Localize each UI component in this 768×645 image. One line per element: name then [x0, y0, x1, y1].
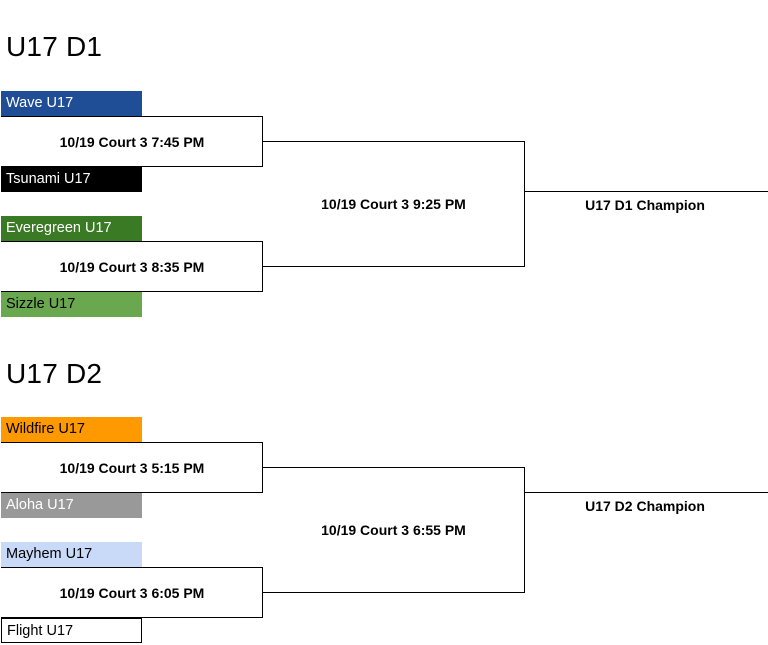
game-label-d2-2: 10/19 Court 3 6:05 PM: [59, 585, 205, 601]
team-wildfire: Wildfire U17: [1, 417, 142, 442]
game-label-d1-2: 10/19 Court 3 8:35 PM: [59, 259, 205, 275]
team-aloha: Aloha U17: [1, 493, 142, 518]
team-sizzle: Sizzle U17: [1, 292, 142, 317]
connector-d2-top: [263, 467, 525, 468]
connector-d2-vertical: [524, 467, 525, 593]
game-label-d1-1: 10/19 Court 3 7:45 PM: [59, 134, 205, 150]
game-box-d1-1: [1, 116, 263, 167]
team-everegreen: Everegreen U17: [1, 216, 142, 241]
final-label-d2: 10/19 Court 3 6:55 PM: [321, 522, 466, 538]
team-tsunami: Tsunami U17: [1, 167, 142, 192]
bracket-title-d1: U17 D1: [6, 31, 103, 62]
final-label-d1: 10/19 Court 3 9:25 PM: [321, 196, 466, 212]
champion-label-d1: U17 D1 Champion: [585, 197, 705, 213]
game-box-d2-1: [1, 442, 263, 493]
connector-d1-bottom: [263, 266, 525, 267]
game-box-d2-2: [1, 567, 263, 618]
champion-label-d2: U17 D2 Champion: [585, 498, 705, 514]
game-label-d2-1: 10/19 Court 3 5:15 PM: [59, 460, 205, 476]
bracket-title-d2: U17 D2: [6, 358, 103, 389]
connector-d2-champion: [525, 492, 768, 493]
connector-d2-bottom: [263, 592, 525, 593]
game-box-d1-2: [1, 241, 263, 292]
team-mayhem: Mayhem U17: [1, 542, 142, 567]
connector-d1-champion: [525, 191, 768, 192]
team-flight: Flight U17: [1, 618, 142, 643]
team-wave: Wave U17: [1, 91, 142, 116]
connector-d1-top: [263, 141, 525, 142]
connector-d1-vertical: [524, 141, 525, 267]
